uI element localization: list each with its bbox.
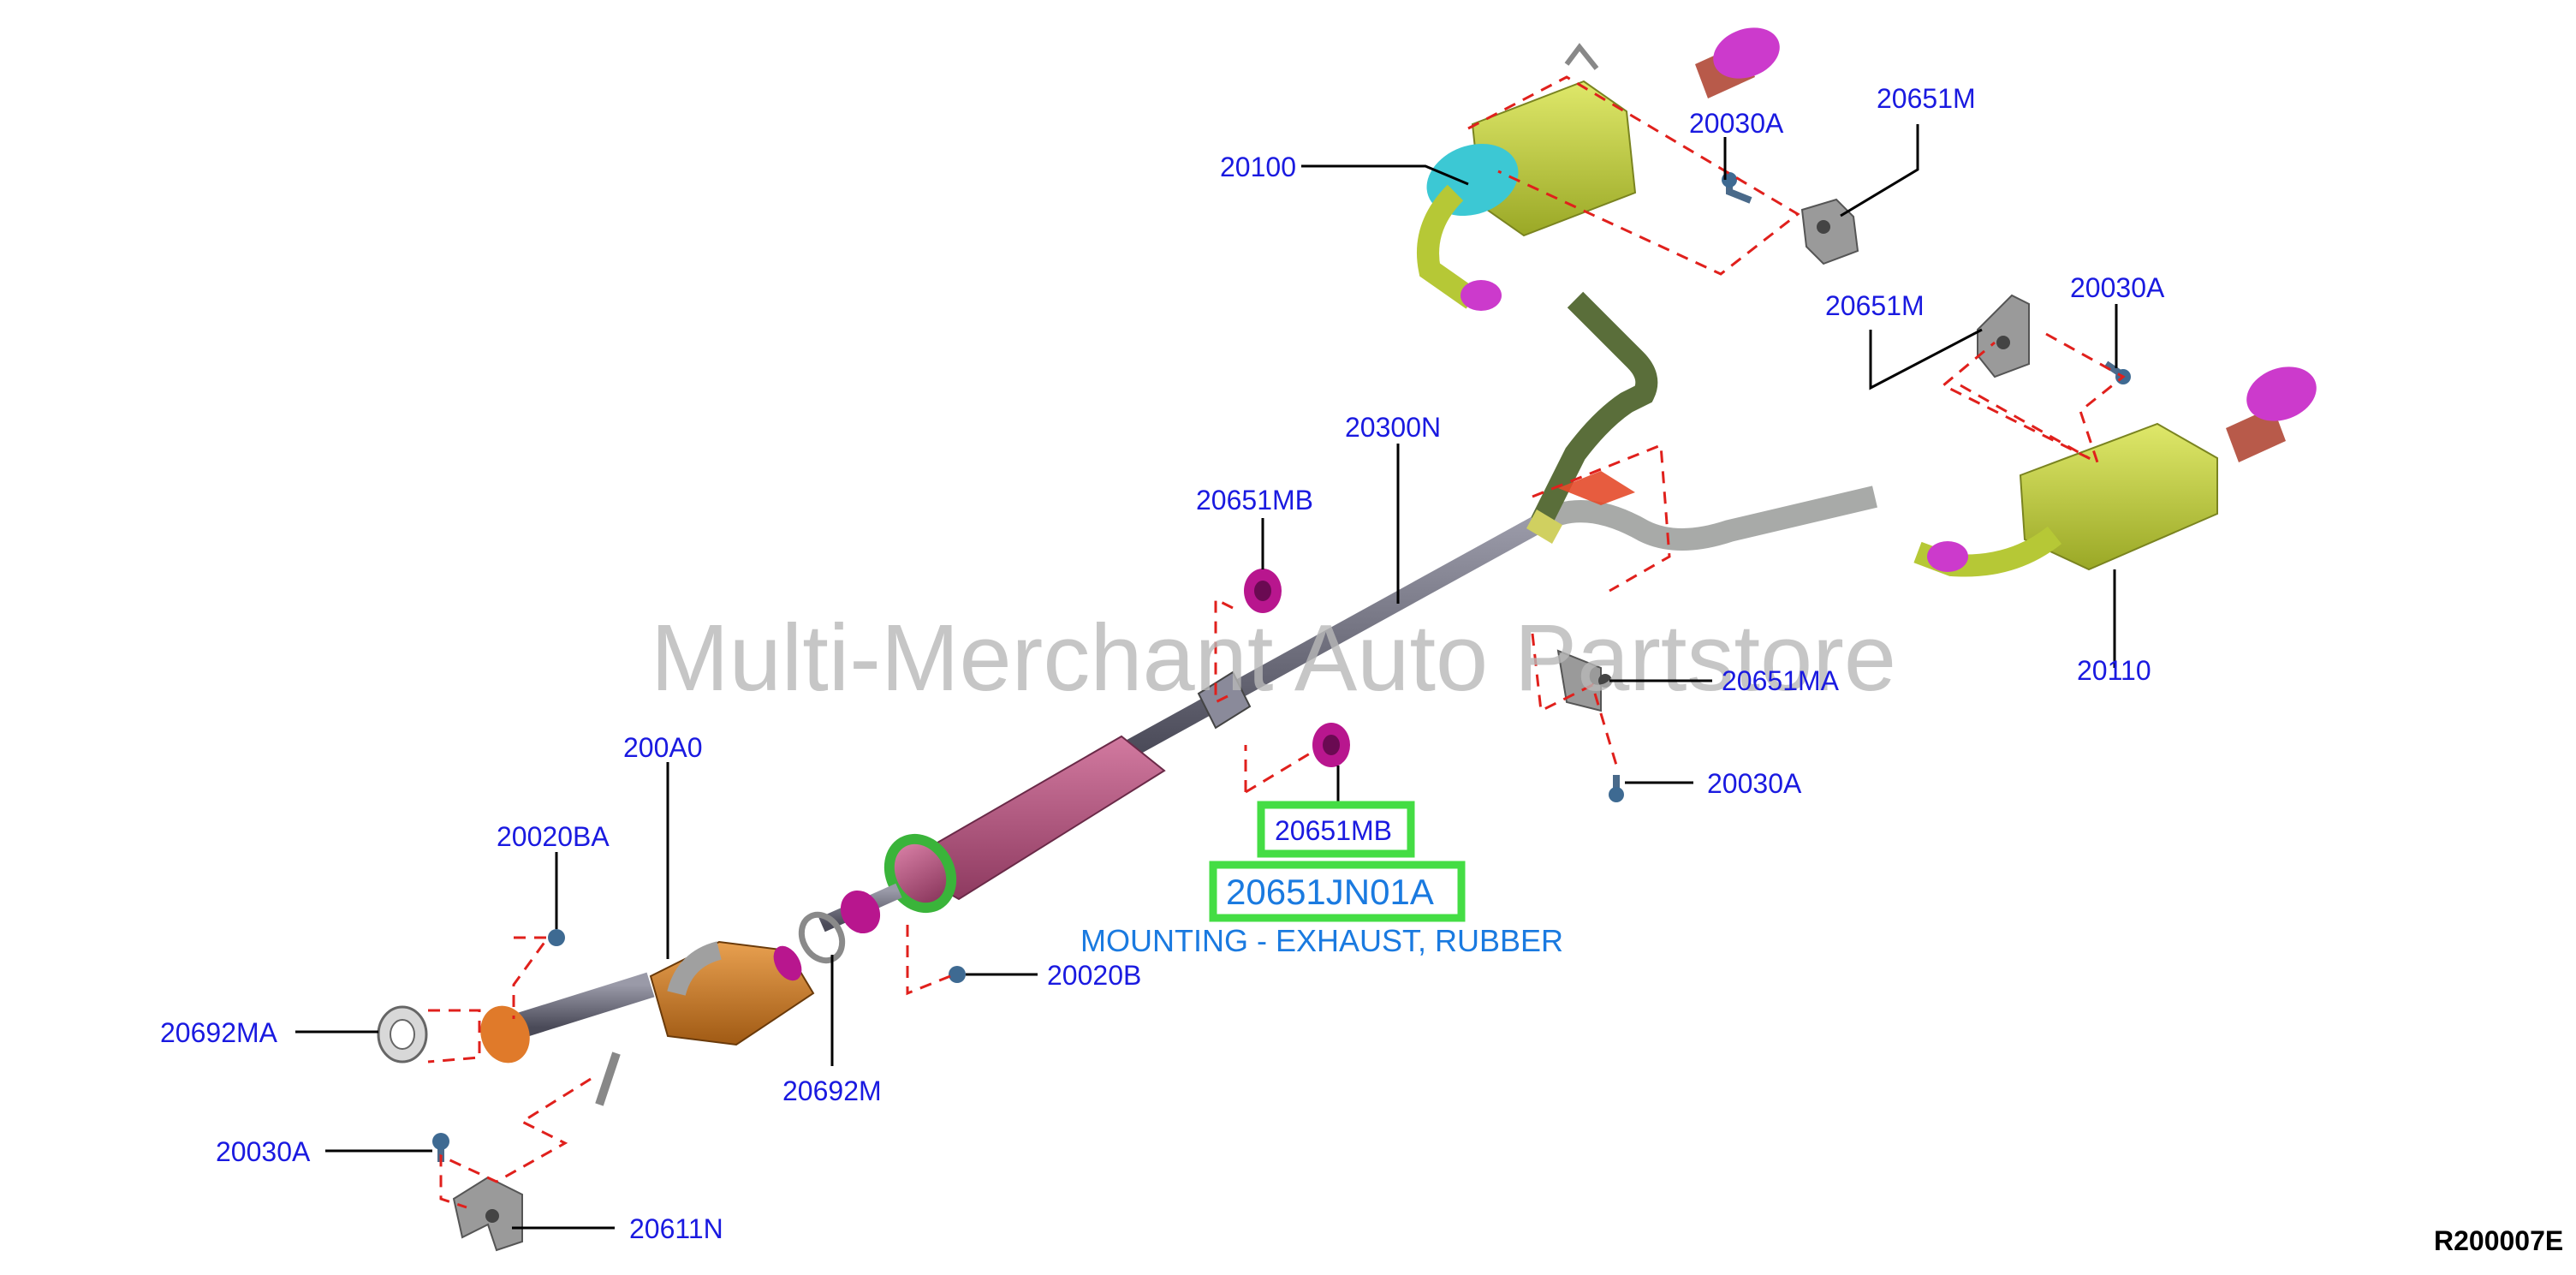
center-muffler[interactable] bbox=[818, 735, 1166, 932]
callout-20692ma[interactable]: 20692MA bbox=[160, 1017, 278, 1048]
callout-20100[interactable]: 20100 bbox=[1220, 152, 1296, 182]
watermark: Multi-Merchant Auto Partstore bbox=[651, 605, 1896, 711]
flange-gasket-20692ma[interactable] bbox=[377, 1005, 428, 1063]
callout-20692m[interactable]: 20692M bbox=[782, 1075, 882, 1106]
callout-20651ma[interactable]: 20651MA bbox=[1722, 665, 1840, 696]
hanger-20651m-upper[interactable] bbox=[1800, 198, 1859, 265]
nut-20020b[interactable] bbox=[949, 966, 966, 983]
callout-20651mb-upper[interactable]: 20651MB bbox=[1196, 485, 1313, 515]
callout-20030a-upper[interactable]: 20030A bbox=[1689, 108, 1784, 139]
callout-20300n[interactable]: 20300N bbox=[1345, 412, 1441, 443]
selected-part-description: MOUNTING - EXHAUST, RUBBER bbox=[1080, 923, 1563, 958]
alignment-lines bbox=[427, 75, 2126, 1209]
callout-20611n[interactable]: 20611N bbox=[629, 1213, 723, 1244]
selected-part-number[interactable]: 20651JN01A bbox=[1226, 872, 1434, 912]
part-number-box bbox=[1209, 861, 1466, 922]
catalytic-converter-200a0[interactable] bbox=[473, 940, 815, 1106]
gasket-20692m[interactable] bbox=[794, 883, 888, 968]
callout-20020ba[interactable]: 20020BA bbox=[497, 821, 610, 852]
selected-callout-20651mb[interactable]: 20651MB bbox=[1275, 815, 1392, 846]
callout-labels: 20100 20030A 20651M 20651M 20030A 20300N… bbox=[160, 83, 2165, 1244]
callout-20651m-lower[interactable]: 20651M bbox=[1825, 290, 1925, 321]
callout-20030a-right[interactable]: 20030A bbox=[2070, 272, 2165, 303]
callout-20030a-mid[interactable]: 20030A bbox=[1707, 768, 1802, 799]
leader-lines bbox=[295, 124, 2118, 1230]
callout-200a0[interactable]: 200A0 bbox=[623, 732, 703, 763]
figure-code: R200007E bbox=[2434, 1225, 2563, 1256]
selected-callout-box bbox=[1257, 801, 1415, 858]
center-pipe-20300n[interactable] bbox=[1116, 291, 1877, 762]
selected-part-panel: 20651MB 20651JN01A MOUNTING - EXHAUST, R… bbox=[1080, 801, 1563, 958]
rubber-mount-20651mb-upper[interactable] bbox=[1244, 569, 1282, 613]
callout-20020b[interactable]: 20020B bbox=[1047, 960, 1141, 991]
bolt-20030a-mid[interactable] bbox=[1609, 775, 1624, 802]
bracket-20611n[interactable] bbox=[452, 1176, 523, 1252]
callout-20651m-upper[interactable]: 20651M bbox=[1877, 83, 1976, 114]
rear-muffler-left[interactable] bbox=[1417, 19, 1788, 311]
rubber-mount-20651mb-selected[interactable] bbox=[1312, 723, 1350, 767]
callout-20030a-lower[interactable]: 20030A bbox=[216, 1136, 311, 1167]
hanger-20651m-lower[interactable] bbox=[1977, 294, 2030, 378]
callout-20110[interactable]: 20110 bbox=[2077, 655, 2151, 686]
rear-muffler-right[interactable] bbox=[1913, 357, 2324, 577]
nut-20020ba[interactable] bbox=[548, 929, 565, 946]
